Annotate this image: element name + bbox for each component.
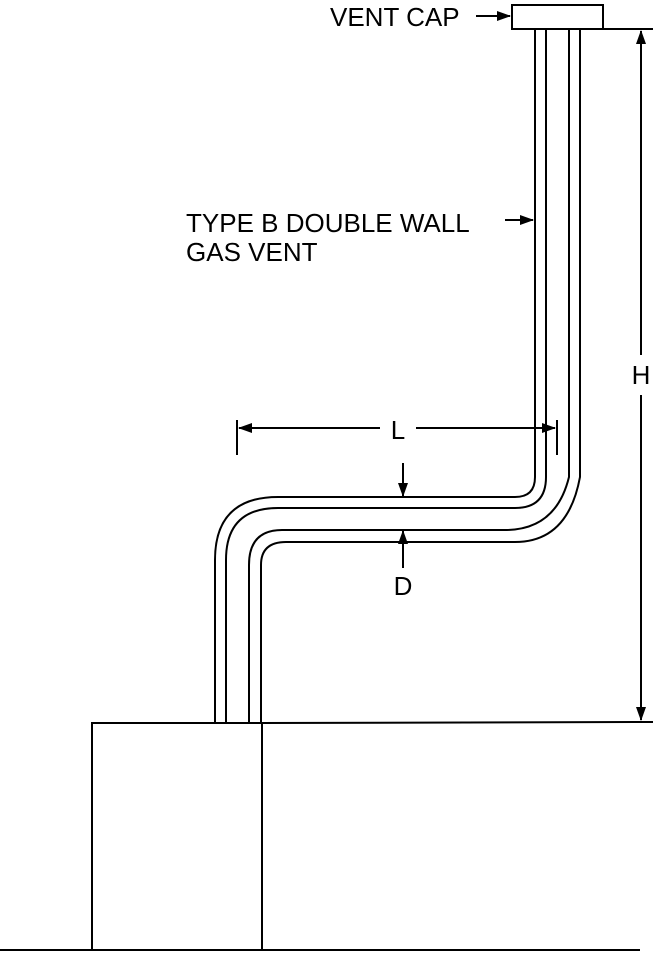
reference-line-bottom [261, 721, 654, 724]
vent-cap [511, 4, 604, 30]
dim-h-label: H [632, 360, 651, 390]
vent-pipe-outer-left-wall [214, 29, 536, 723]
appliance-box [91, 722, 263, 951]
vent-type-label-line1: TYPE B DOUBLE WALL [186, 208, 470, 238]
dim-d-label: D [394, 571, 413, 601]
vent-cap-label: VENT CAP [330, 2, 460, 32]
vent-pipe-inner-left-wall [225, 29, 547, 723]
vent-pipe-outer-right-wall [260, 29, 581, 723]
vent-type-label-line2: GAS VENT [186, 237, 318, 267]
dim-l-label: L [391, 415, 405, 445]
vent-pipe-inner-right-wall [248, 29, 570, 723]
